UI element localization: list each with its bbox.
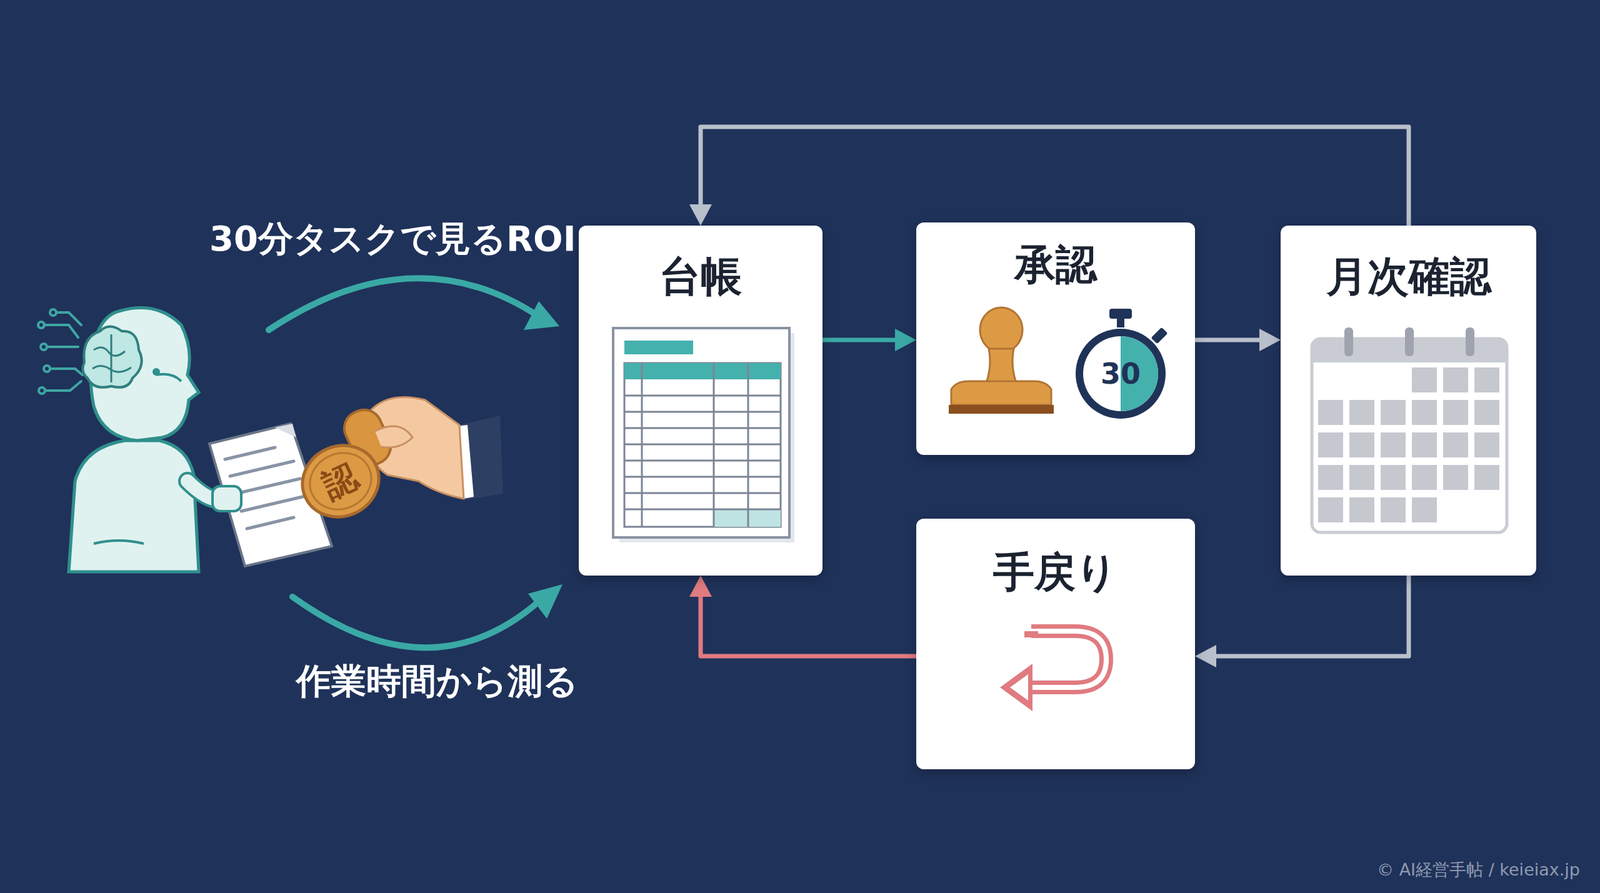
- flow-arrow: [1195, 328, 1281, 352]
- watermark: © AI経営手帖 / keieiax.jp: [1376, 860, 1580, 880]
- flow-arrow: [822, 328, 917, 352]
- return-arrow-icon: [993, 618, 1119, 725]
- box-title: 月次確認: [1280, 253, 1537, 301]
- flow-caption: 作業時間から測る: [296, 661, 579, 702]
- flow-caption: 30分タスクで見るROI: [209, 218, 577, 259]
- flow-arrow: [689, 575, 917, 657]
- calendar-icon: [1308, 323, 1512, 537]
- ledger-icon: [610, 326, 799, 546]
- stamp-icon: [943, 305, 1060, 424]
- process-box: 手戻り: [916, 518, 1195, 770]
- timer-number: 30: [1100, 357, 1141, 391]
- box-title: 手戻り: [916, 548, 1195, 597]
- flow-arrow: [1195, 575, 1409, 668]
- box-title: 台帳: [578, 253, 823, 301]
- box-title: 承認: [916, 241, 1195, 289]
- flow-arrow: [689, 126, 1409, 226]
